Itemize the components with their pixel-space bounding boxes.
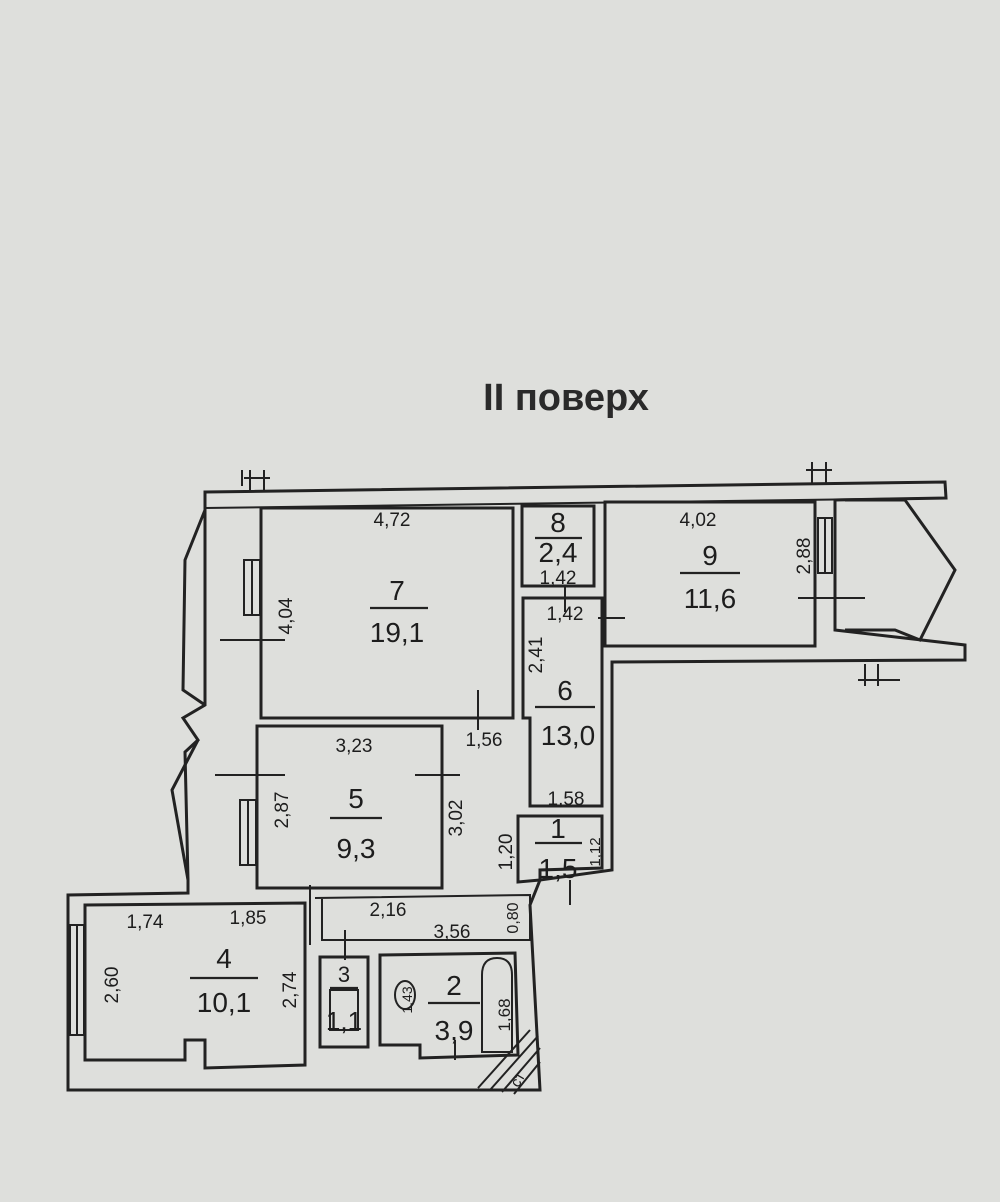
room-3-number: 3 [338,962,350,987]
room-5-area: 9,3 [337,833,376,864]
room-2-area: 3,9 [435,1015,474,1046]
room-5-dim-left: 2,87 [272,792,293,829]
room-2-dim-left: 1,43 [399,986,415,1013]
room-4-walls [83,901,307,1070]
room-1-number: 1 [550,813,566,844]
room-5-dim-width: 3,23 [336,736,373,757]
room-4-area: 10,1 [197,987,252,1018]
section-axis-lines [215,586,865,1060]
room-7-dim-height: 4,04 [276,597,297,634]
room-6-area: 13,0 [541,720,596,751]
room-1-area: 1,5 [539,853,578,884]
room-5-number: 5 [348,783,364,814]
room-6-dim-bottom: 1,56 [466,730,503,751]
room-2-walls [378,951,520,1060]
room-7-number: 7 [389,575,405,606]
room-1-dim-width: 1,58 [548,789,585,810]
room-1-dim-left: 1,20 [496,834,517,871]
room-9-area: 11,6 [684,583,736,614]
column-markers [241,462,900,686]
room-7-area: 19,1 [370,617,425,648]
room-4-dim-left: 2,60 [102,967,123,1004]
room-6-dim-side: 2,41 [526,637,547,674]
room-3-area: 1,1 [326,1006,362,1036]
room-labels: 4,72 4,04 7 19,1 8 2,4 1,42 4,02 2,88 9 … [102,507,815,1090]
room-8-area: 2,4 [539,537,578,568]
room-6-dim-top: 1,42 [547,604,584,625]
room-1-dim-right: 1,12 [587,837,604,866]
room-2-dim-width: 3,56 [434,922,471,943]
room-8-dim-width: 1,42 [540,568,577,589]
room-8-number: 8 [550,507,566,538]
room-9-dim-height: 2,88 [794,538,815,575]
room-4-dim-right: 2,74 [280,971,301,1008]
room-7-dim-width: 4,72 [374,510,411,531]
stair-hatching [477,1029,541,1095]
room-5-dim-right: 3,02 [446,800,467,837]
room-1-walls [516,814,604,884]
floor-title: II поверх [483,377,649,419]
room-6-walls [521,596,604,808]
windows [69,517,833,1036]
room-6-number: 6 [557,675,573,706]
corridor-dim-side: 0,80 [505,902,522,933]
room-9-number: 9 [702,540,718,571]
room-9-dim-width: 4,02 [680,510,717,531]
corridor-dim-width: 2,16 [370,900,407,921]
room-8-walls [520,504,596,588]
room-2-dim-bath: 1,68 [495,998,514,1031]
room-9-walls [603,500,817,648]
room-2-number: 2 [446,970,462,1001]
room-4-dim-right-top: 1,85 [230,908,267,929]
room-4-number: 4 [216,943,232,974]
room-4-dim-left-top: 1,74 [127,912,164,933]
